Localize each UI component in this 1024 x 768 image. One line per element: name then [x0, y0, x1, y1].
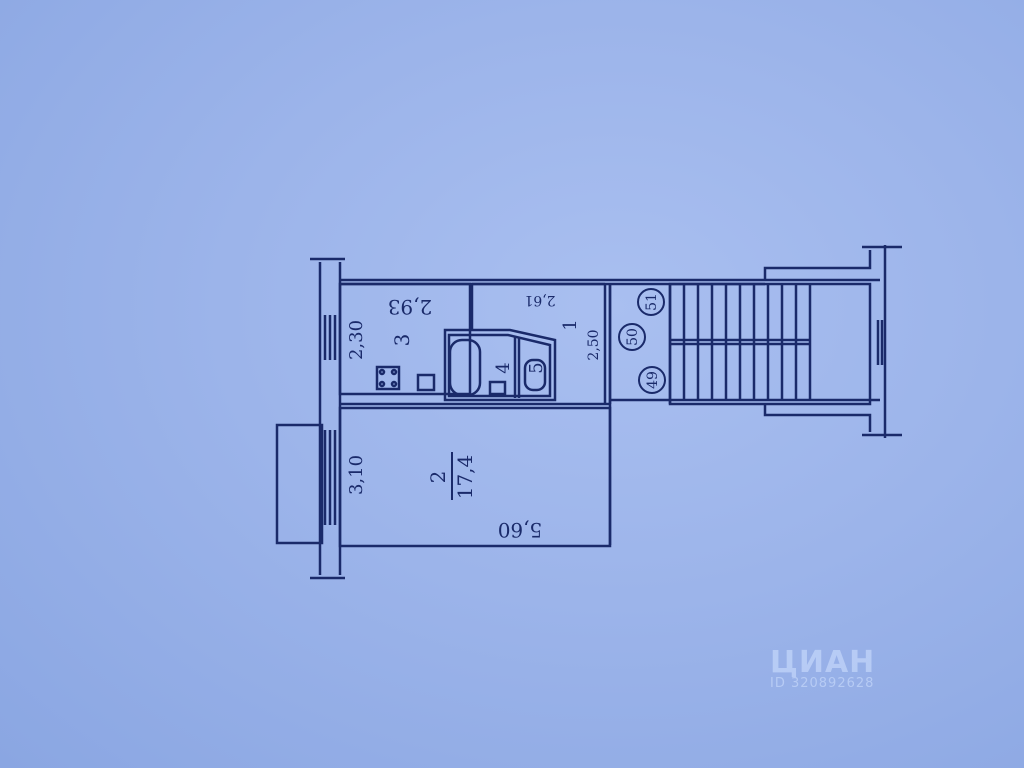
room-area: 17,4: [453, 455, 477, 500]
hall-number: 1: [560, 319, 581, 330]
room-depth-label: 3,10: [346, 455, 367, 495]
wc-number: 5: [526, 362, 547, 373]
room-width-label: 5,60: [498, 518, 543, 542]
kitchen-number: 3: [390, 334, 414, 347]
stair-steps: [682, 284, 812, 400]
hall-depth-label: 2,50: [586, 329, 602, 360]
watermark-brand: ЦИАН: [770, 645, 876, 680]
watermark: ЦИАН ID 320892628: [770, 645, 875, 691]
stair-marker-49: 49: [645, 371, 661, 389]
hall-width-label: 2,61: [524, 292, 555, 308]
room-number: 2: [426, 471, 450, 484]
stair-marker-51: 51: [644, 293, 660, 311]
kitchen-width-label: 2,93: [388, 295, 433, 319]
stair-marker-50: 50: [625, 328, 641, 346]
watermark-id: ID 320892628: [770, 676, 875, 691]
bathroom-number: 4: [493, 362, 514, 373]
kitchen-depth-label: 2,30: [346, 320, 367, 360]
